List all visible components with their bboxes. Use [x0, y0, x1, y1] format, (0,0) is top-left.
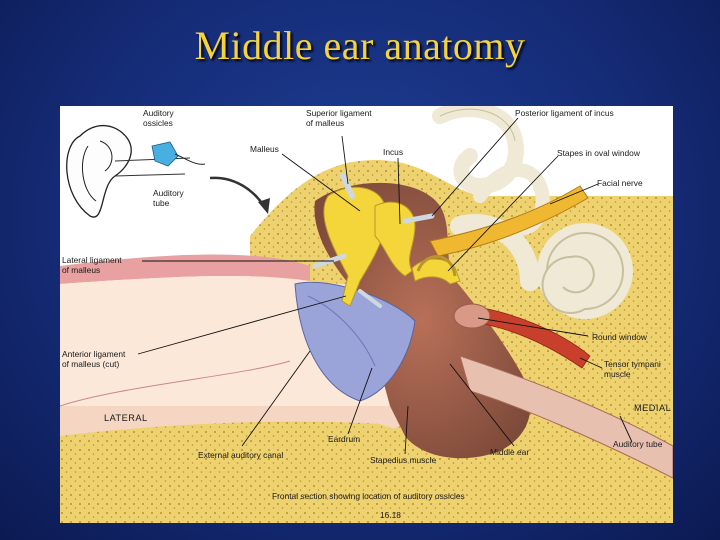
label-incus: Incus: [383, 147, 404, 157]
label-middle-ear: Middle ear: [490, 447, 530, 457]
label-eardrum: Eardrum: [328, 434, 361, 444]
label-superior-ligament: Superior ligament of malleus: [306, 108, 372, 128]
label-lateral-ligament: Lateral ligament of malleus: [62, 255, 122, 275]
ear-illustration: [60, 106, 673, 523]
facial-nerve-shape: [429, 185, 589, 257]
label-malleus: Malleus: [250, 144, 279, 154]
label-round-window: Round window: [592, 332, 647, 342]
label-lateral: LATERAL: [104, 413, 148, 423]
label-tensor-tympani: Tensor tympani muscle: [604, 359, 661, 379]
label-anterior-ligament: Anterior ligament of malleus (cut): [62, 349, 126, 369]
anatomy-figure: Auditory ossicles Auditory tube Superior…: [60, 106, 673, 523]
slide-title: Middle ear anatomy: [194, 23, 526, 68]
label-stapes-oval-window: Stapes in oval window: [557, 148, 640, 158]
label-stapedius: Stapedius muscle: [370, 455, 437, 465]
label-auditory-tube-inset: Auditory tube: [153, 188, 184, 208]
tensor-tympani-shape: [464, 305, 591, 369]
round-window-shape: [453, 303, 491, 329]
ossicles: [312, 173, 461, 308]
label-medial: MEDIAL: [634, 403, 672, 413]
label-auditory-tube: Auditory tube: [613, 439, 663, 449]
figure-number: 16.18: [380, 510, 401, 520]
label-posterior-ligament: Posterior ligament of incus: [515, 108, 614, 118]
inset-outer-ear: [66, 124, 270, 218]
labyrinth: [432, 106, 633, 319]
figure-caption: Frontal section showing location of audi…: [272, 491, 465, 501]
label-external-canal: External auditory canal: [198, 450, 284, 460]
label-auditory-ossicles: Auditory ossicles: [143, 108, 174, 128]
label-facial-nerve: Facial nerve: [597, 178, 643, 188]
leader-lines: [137, 117, 633, 455]
